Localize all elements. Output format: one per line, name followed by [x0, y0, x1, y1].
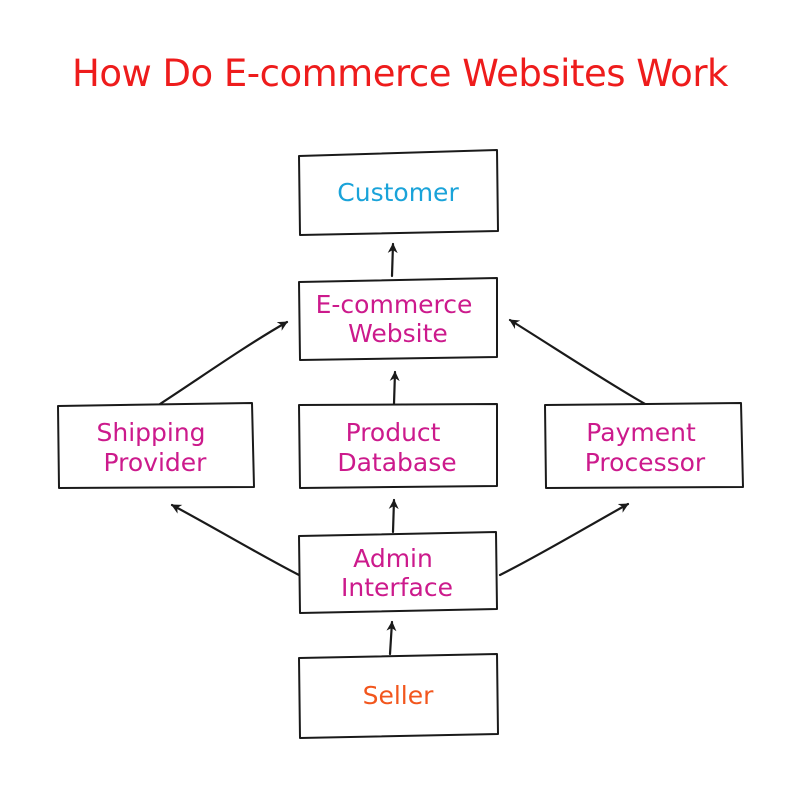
node-shipping-provider: Shipping Provider [57, 402, 255, 489]
edge-admin-to-shipping [170, 503, 301, 577]
edge-database-to-website [389, 370, 400, 406]
edge-payment-to-website [508, 318, 647, 406]
edge-shipping-to-website [158, 320, 289, 406]
shipping-provider-label: Shipping Provider [96, 418, 213, 477]
edge-website-to-customer [387, 242, 398, 278]
ecommerce-website-label: E-commerce Website [316, 290, 481, 348]
node-admin-interface: Admin Interface [298, 531, 498, 614]
node-ecommerce-website: E-commerce Website [298, 277, 498, 361]
customer-label: Customer [337, 178, 459, 207]
node-product-database: Product Database [298, 403, 498, 489]
node-customer: Customer [298, 149, 499, 236]
diagram-title: How Do E-commerce Websites Work [72, 52, 728, 95]
seller-label: Seller [363, 681, 435, 710]
edge-seller-to-admin [386, 620, 397, 656]
edge-admin-to-database [388, 498, 399, 534]
node-payment-processor: Payment Processor [544, 402, 744, 489]
admin-interface-label: Admin Interface [341, 544, 453, 602]
product-database-label: Product Database [337, 418, 456, 477]
node-seller: Seller [298, 653, 499, 739]
edge-admin-to-payment [498, 502, 630, 577]
payment-processor-label: Payment Processor [585, 418, 706, 477]
